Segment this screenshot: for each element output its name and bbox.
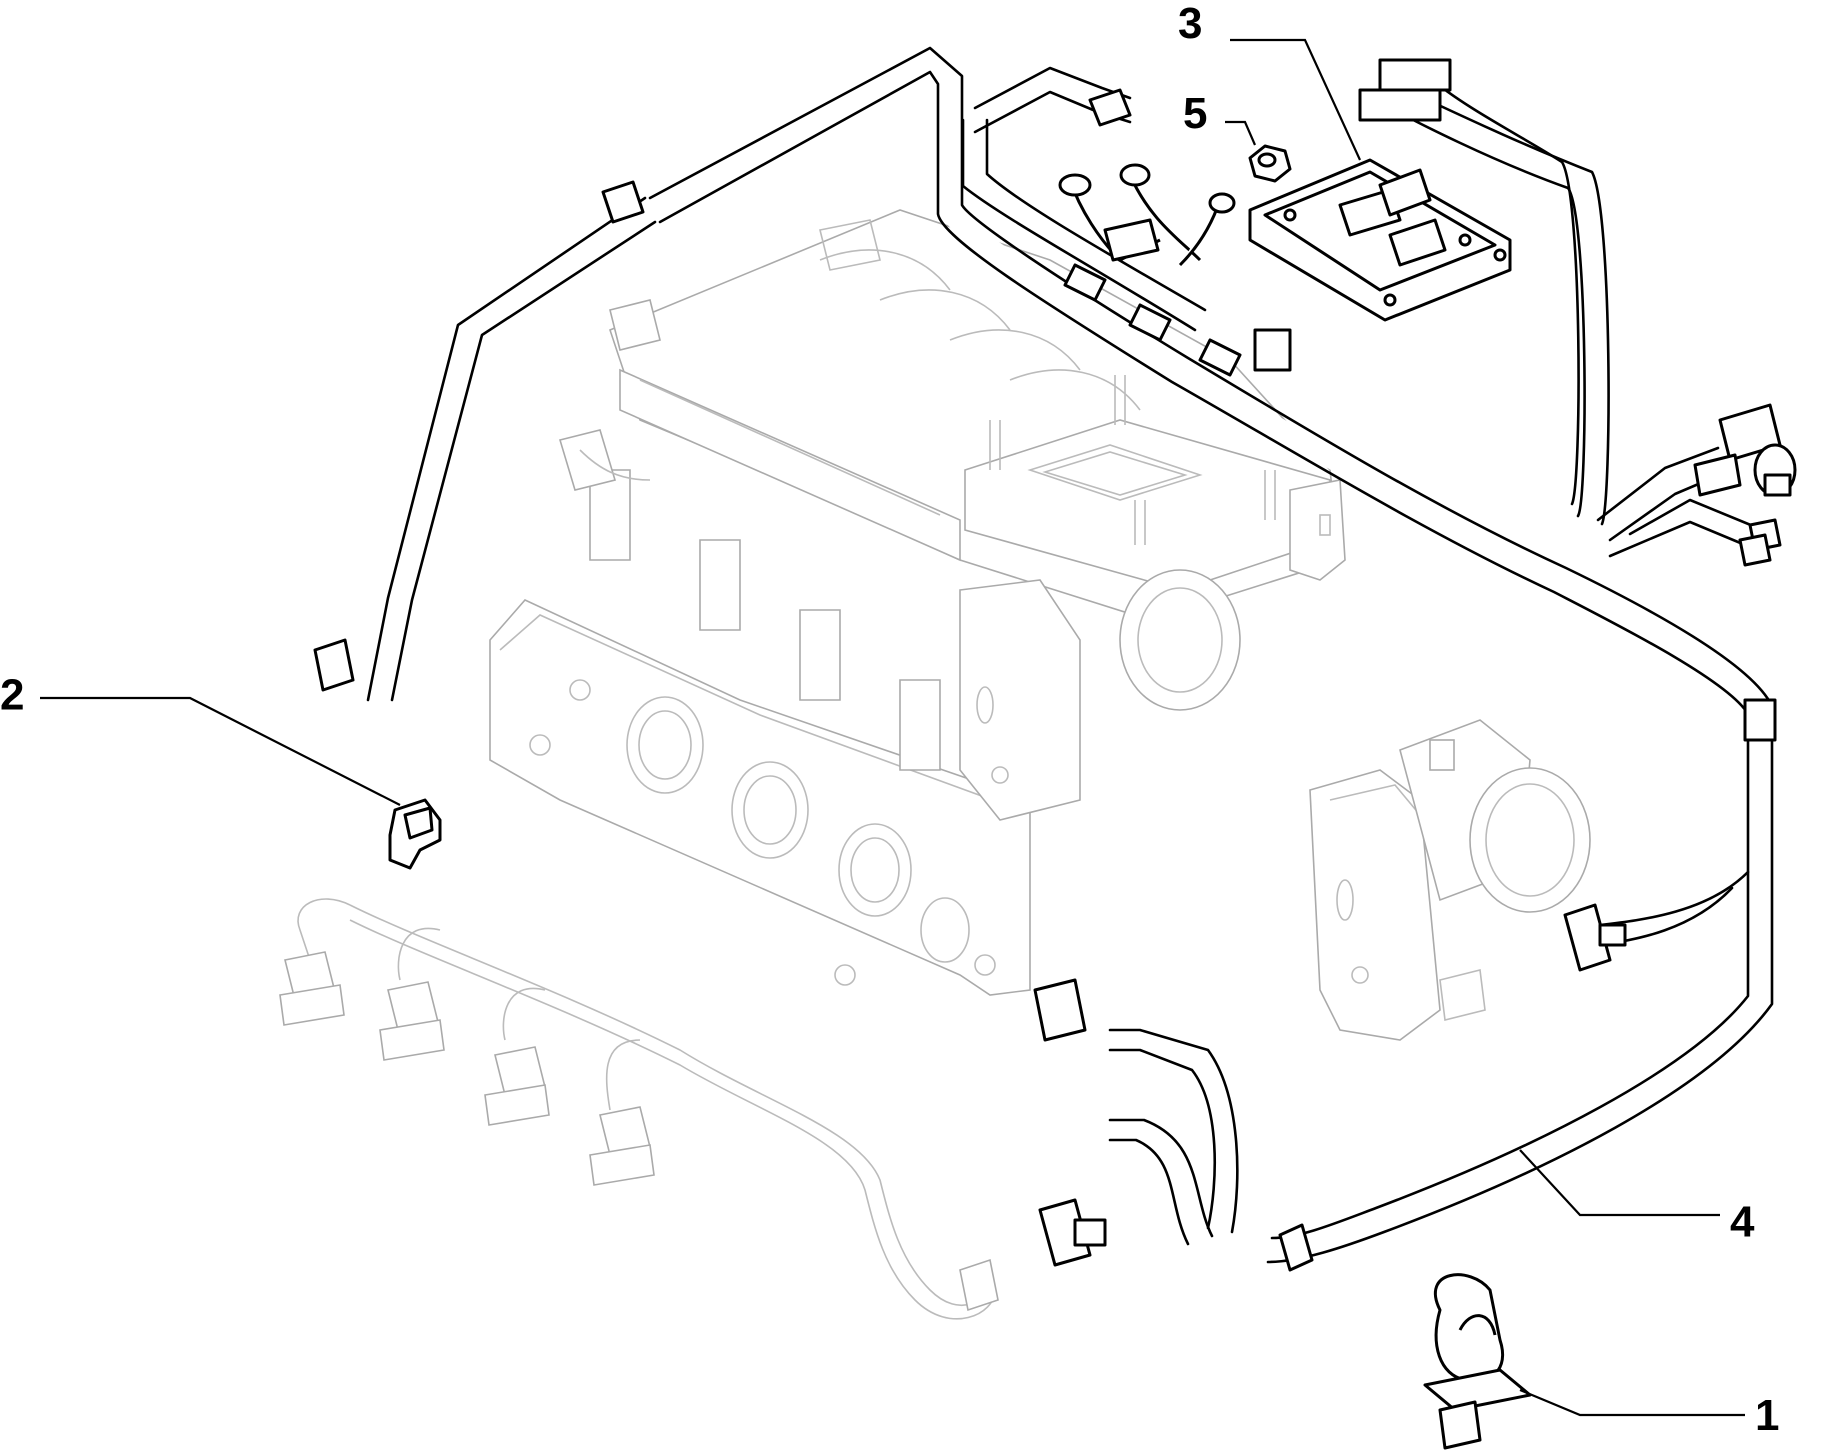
leader-line-1 [1519, 1388, 1745, 1417]
harness-clip-2 [388, 798, 442, 870]
callout-3: 3 [1178, 0, 1202, 48]
leader-line-4 [1519, 1149, 1720, 1217]
callout-5: 5 [1183, 89, 1207, 138]
main-wiring-harness [313, 46, 1797, 1272]
leader-line-3 [1230, 38, 1361, 161]
leader-line-5 [1225, 120, 1257, 146]
callout-2: 2 [0, 671, 24, 720]
throttle-body-context [1309, 719, 1591, 1041]
engine-control-unit [1248, 158, 1512, 322]
nut [1248, 144, 1292, 183]
intake-manifold-context [489, 209, 1346, 996]
leader-line-2 [40, 696, 401, 806]
harness-clip-1 [1423, 1273, 1532, 1450]
callout-1: 1 [1755, 1391, 1779, 1440]
callout-4: 4 [1730, 1198, 1755, 1247]
injector-harness-context [279, 898, 999, 1320]
leader-lines [40, 38, 1745, 1417]
